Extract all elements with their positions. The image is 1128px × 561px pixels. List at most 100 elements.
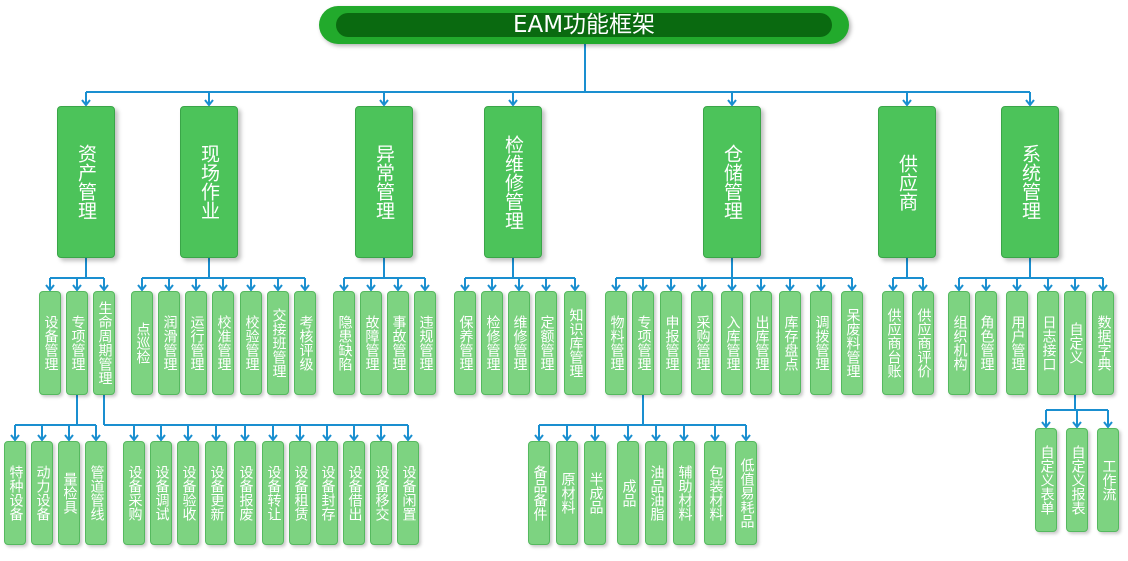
- sub-node: 保养管理: [454, 291, 476, 395]
- arrow-head: [156, 434, 166, 442]
- leaf-node: 包装材料: [704, 441, 726, 545]
- leaf-node: 量检具: [58, 441, 80, 545]
- sub-node: 事故管理: [387, 291, 409, 395]
- leaf-node: 动力设备: [31, 441, 53, 545]
- sub-node: 违规管理: [414, 291, 436, 395]
- arrow-head: [246, 284, 256, 292]
- arrow-head: [697, 284, 707, 292]
- arrow-head: [240, 434, 250, 442]
- sub-node: 交接班管理: [267, 291, 289, 395]
- sub-node: 知识库管理: [564, 291, 586, 395]
- arrow-head: [727, 284, 737, 292]
- arrow-head: [403, 434, 413, 442]
- arrow-head: [638, 284, 648, 292]
- arrow-head: [204, 99, 214, 107]
- arrow-head: [72, 284, 82, 292]
- module-node-exception: 异常管理: [355, 106, 413, 258]
- module-node-maintenance: 检维修管理: [484, 106, 542, 258]
- sub-node: 日志接口: [1037, 291, 1059, 395]
- leaf-node: 设备封存: [316, 441, 338, 545]
- arrow-head: [508, 99, 518, 107]
- leaf-node: 辅助材料: [673, 441, 695, 545]
- arrow-head: [785, 284, 795, 292]
- leaf-node: 自定义表单: [1035, 428, 1057, 532]
- arrow-head: [1043, 284, 1053, 292]
- leaf-node: 管道管线: [85, 441, 107, 545]
- arrow-head: [918, 284, 928, 292]
- arrow-head: [981, 284, 991, 292]
- module-node-system: 系统管理: [1001, 106, 1059, 258]
- sub-node: 校验管理: [240, 291, 262, 395]
- sub-node: 用户管理: [1006, 291, 1028, 395]
- sub-node: 考核评级: [294, 291, 316, 395]
- sub-node: 定额管理: [535, 291, 557, 395]
- sub-node: 呆废料管理: [841, 291, 863, 395]
- arrow-head: [534, 434, 544, 442]
- sub-node: 专项管理: [632, 291, 654, 395]
- arrow-head: [679, 434, 689, 442]
- leaf-node: 设备闲置: [397, 441, 419, 545]
- arrow-head: [460, 284, 470, 292]
- arrow-head: [611, 284, 621, 292]
- module-node-warehouse: 仓储管理: [703, 106, 761, 258]
- arrow-head: [741, 434, 751, 442]
- arrow-head: [623, 434, 633, 442]
- sub-node: 生命周期管理: [93, 291, 115, 395]
- arrow-head: [562, 434, 572, 442]
- arrow-head: [99, 284, 109, 292]
- arrow-head: [902, 99, 912, 107]
- title-inner-bar: [336, 13, 832, 37]
- module-node-asset: 资产管理: [57, 106, 115, 258]
- sub-node: 供应商评价: [912, 291, 934, 395]
- leaf-node: 低值易耗品: [735, 441, 757, 545]
- arrow-head: [1025, 99, 1035, 107]
- arrow-head: [10, 434, 20, 442]
- sub-node: 数据字典: [1092, 291, 1114, 395]
- arrow-head: [218, 284, 228, 292]
- sub-node: 供应商台账: [882, 291, 904, 395]
- sub-node: 组织机构: [948, 291, 970, 395]
- sub-node: 入库管理: [721, 291, 743, 395]
- leaf-node: 备品备件: [528, 441, 550, 545]
- sub-node: 维修管理: [508, 291, 530, 395]
- leaf-node: 原材料: [556, 441, 578, 545]
- leaf-node: 半成品: [584, 441, 606, 545]
- module-node-field: 现场作业: [180, 106, 238, 258]
- arrow-head: [393, 284, 403, 292]
- arrow-head: [81, 99, 91, 107]
- arrow-head: [211, 434, 221, 442]
- arrow-head: [710, 434, 720, 442]
- arrow-head: [64, 434, 74, 442]
- leaf-node: 设备验收: [177, 441, 199, 545]
- diagram-title: EAM功能框架: [512, 12, 656, 38]
- leaf-node: 设备报废: [234, 441, 256, 545]
- arrow-head: [651, 434, 661, 442]
- sub-node: 库存盘点: [779, 291, 801, 395]
- arrow-head: [300, 284, 310, 292]
- arrow-head: [514, 284, 524, 292]
- leaf-node: 特种设备: [4, 441, 26, 545]
- arrow-head: [137, 284, 147, 292]
- arrow-head: [379, 99, 389, 107]
- arrow-head: [339, 284, 349, 292]
- arrow-head: [91, 434, 101, 442]
- arrow-head: [888, 284, 898, 292]
- arrow-head: [487, 284, 497, 292]
- leaf-node: 油品油脂: [645, 441, 667, 545]
- arrow-head: [322, 434, 332, 442]
- arrow-head: [164, 284, 174, 292]
- arrow-head: [349, 434, 359, 442]
- arrow-head: [954, 284, 964, 292]
- arrow-head: [366, 284, 376, 292]
- arrow-head: [1070, 284, 1080, 292]
- leaf-node: 工作流: [1097, 428, 1119, 532]
- sub-node: 申报管理: [660, 291, 682, 395]
- leaf-node: 设备移交: [370, 441, 392, 545]
- arrow-head: [45, 284, 55, 292]
- sub-node: 设备管理: [39, 291, 61, 395]
- arrow-head: [273, 284, 283, 292]
- arrow-head: [590, 434, 600, 442]
- arrow-head: [1012, 284, 1022, 292]
- arrow-head: [37, 434, 47, 442]
- leaf-node: 设备采购: [123, 441, 145, 545]
